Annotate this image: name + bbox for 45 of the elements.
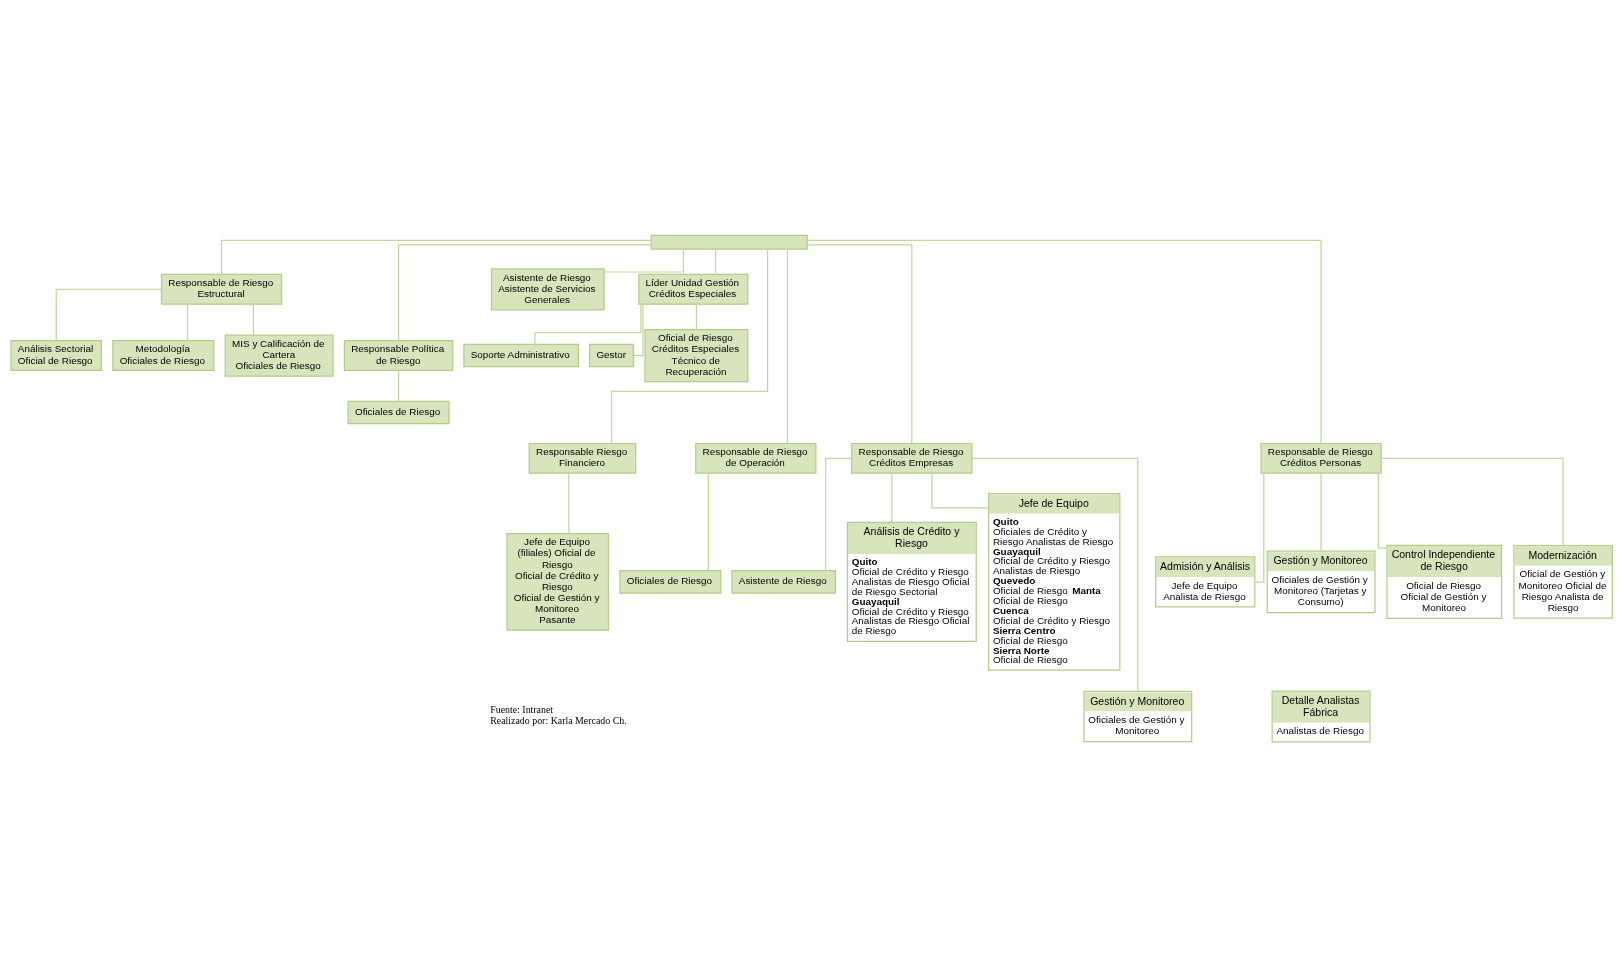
node-box: Líder Unidad Gestión Créditos Especiales	[638, 273, 749, 305]
connector	[534, 303, 642, 345]
connector	[568, 472, 570, 534]
connector	[610, 248, 769, 444]
connector	[633, 303, 644, 356]
connector	[786, 248, 788, 444]
connector	[187, 303, 189, 341]
connector	[1255, 472, 1265, 583]
node-box: Responsable de Riesgo de Operación	[695, 442, 817, 474]
node-box: Responsable Política de Riesgo	[343, 339, 454, 371]
node-box: Asistente de Riesgo	[731, 569, 836, 594]
connector	[714, 248, 717, 275]
connector	[695, 303, 697, 330]
node-box: Oficiales de Riesgo	[619, 569, 722, 594]
connector	[397, 243, 652, 341]
node-box: Asistente de Riesgo Asistente de Servicios Generales	[490, 267, 605, 310]
node-box	[650, 234, 808, 250]
node-box: Soporte Administrativo	[463, 343, 580, 367]
connector	[397, 369, 400, 402]
connector	[931, 472, 989, 508]
node-box: Responsable de Riesgo Créditos Personas	[1260, 442, 1382, 474]
connector	[603, 248, 684, 273]
connector	[971, 457, 1139, 691]
label: Realizado por: Karla Mercado Ch.	[490, 714, 627, 726]
node-box: MIS y Calificación de Cartera Oficiales de Riesgo	[224, 334, 334, 377]
label: Fuente: Intranet	[490, 703, 554, 715]
node-box: Análisis Sectorial Oficial de Riesgo	[10, 339, 103, 371]
connector	[707, 472, 709, 571]
node-box: Responsable de Riesgo Créditos Empresas	[851, 442, 973, 474]
connector	[806, 239, 1322, 444]
connector	[891, 472, 893, 522]
node-box: Oficiales de Riesgo	[347, 400, 450, 424]
node-box: Metodología Oficiales de Riesgo	[112, 339, 215, 371]
connector	[55, 288, 162, 341]
node-box: Jefe de Equipo (filiales) Oficial de Riesgo Oficial de Crédito y Riesgo Oficial de Gestión y Monitoreo Pasante	[506, 532, 610, 631]
connector	[1320, 472, 1322, 551]
node-box: Responsable Riesgo Financiero	[528, 442, 637, 474]
connector	[825, 457, 853, 571]
connector	[806, 243, 913, 444]
node-box: Responsable de Riesgo Estructural	[160, 273, 283, 305]
connector	[220, 239, 652, 275]
node-box: Oficial de Riesgo Créditos Especiales Técnico de Recuperación	[644, 328, 749, 382]
connector	[1380, 457, 1564, 546]
connector	[252, 303, 255, 336]
node-box: Gestor	[588, 343, 635, 367]
